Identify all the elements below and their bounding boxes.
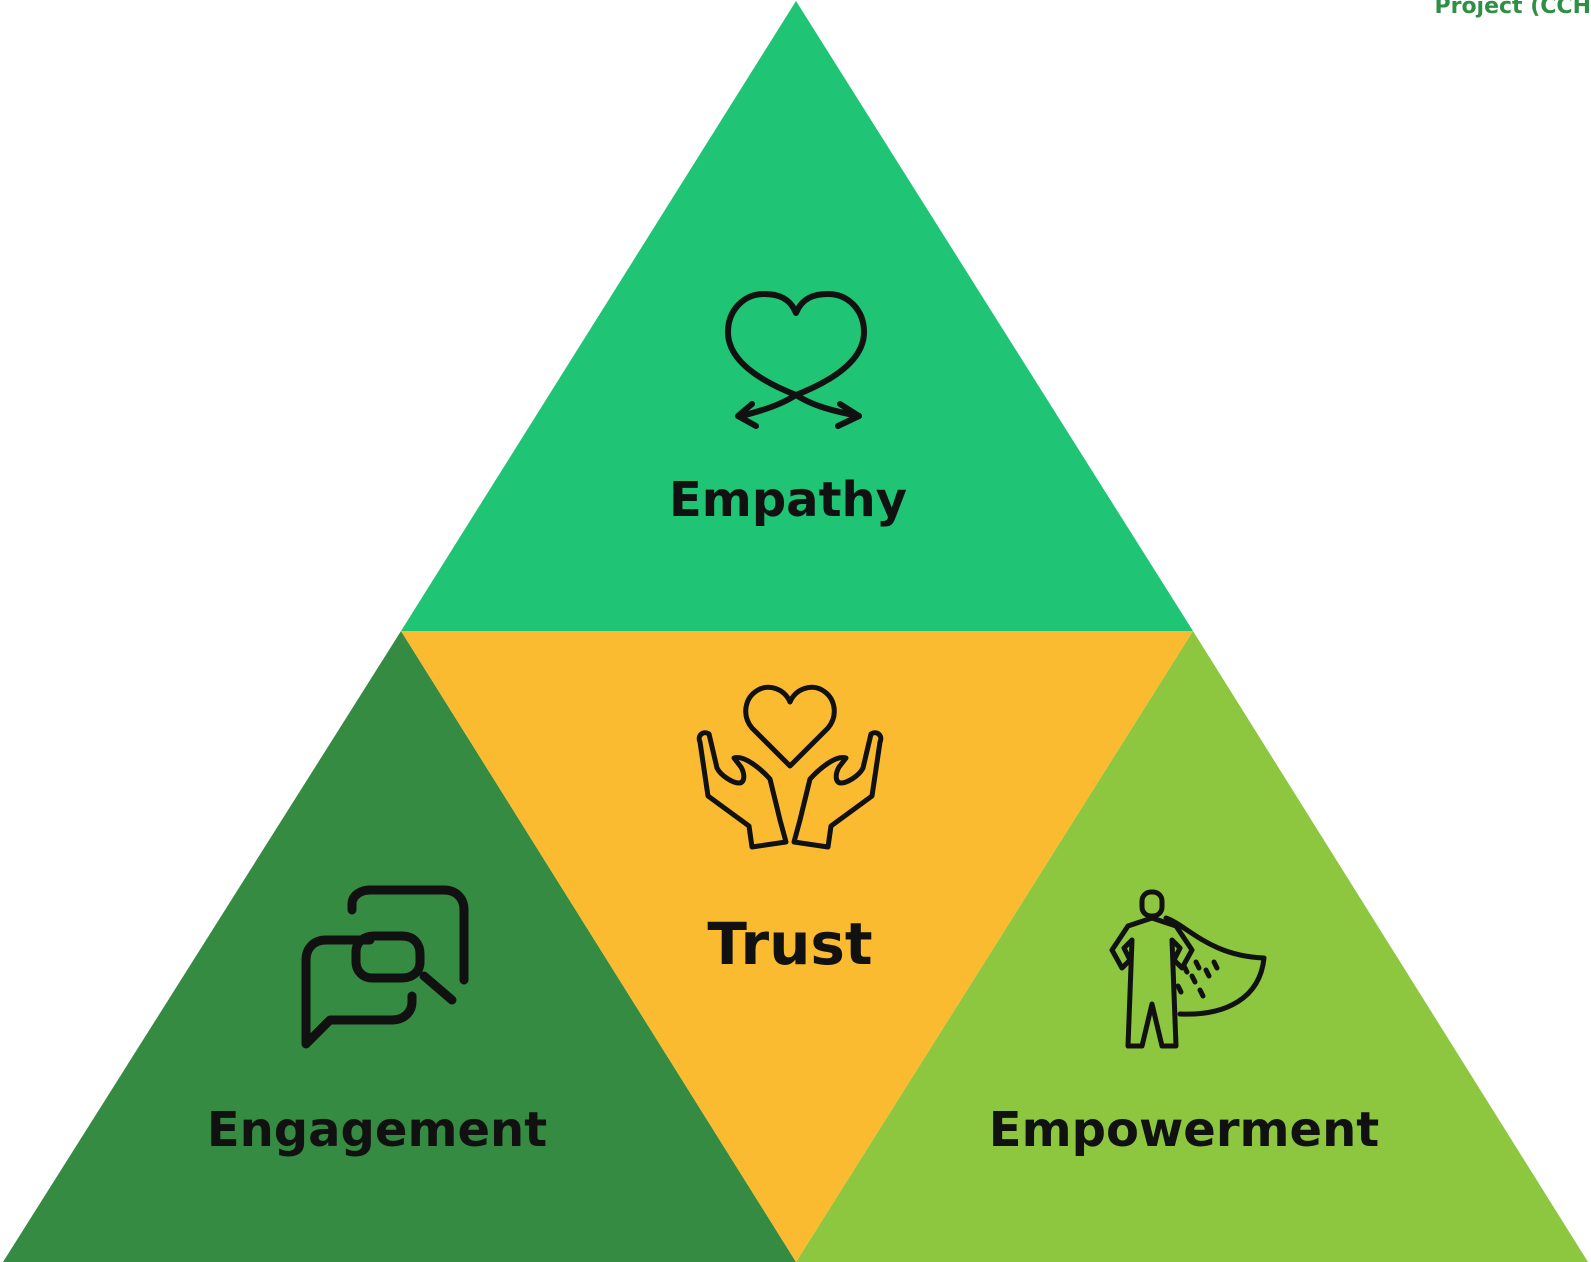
heart-arrows-icon — [725, 291, 867, 429]
superhero-icon — [1109, 889, 1267, 1049]
segment-label-top: Empathy — [669, 472, 907, 528]
segment-center — [401, 631, 1193, 1262]
segment-label-left: Engagement — [207, 1102, 547, 1158]
segment-label-center: Trust — [707, 910, 872, 978]
segment-label-right: Empowerment — [989, 1102, 1379, 1158]
segment-top — [401, 1, 1193, 631]
segment-left — [3, 631, 796, 1262]
hands-heart-icon — [696, 684, 884, 850]
chat-bubbles-icon — [301, 885, 469, 1049]
corner-text: Project (CCH — [1434, 0, 1591, 19]
